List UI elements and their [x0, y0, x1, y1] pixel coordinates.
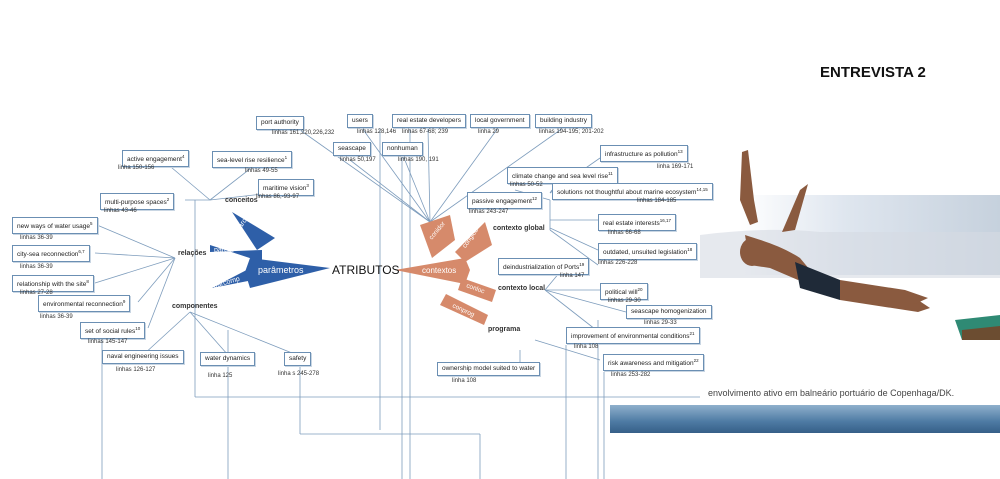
- box-set-of-social-rules: set of social rules10: [80, 322, 146, 340]
- box-city-sea-reconnection: city-sea reconnection6,7: [12, 245, 90, 263]
- ref-naval-engineering-issues: linhas 126-127: [116, 367, 156, 373]
- box-multi-purpose-spaces: multi-purpose spaces2: [100, 193, 175, 211]
- box-deindustrialization-ports: deindustrialization of Ports19: [498, 258, 590, 276]
- group-contexto-global: contexto global: [493, 225, 545, 232]
- box-environmental-reconnection: environmental reconnection9: [38, 295, 131, 313]
- ref-infrastructure-pollution: linha 169-171: [657, 164, 694, 170]
- petal-conglob: [455, 222, 492, 262]
- box-political-will: political will20: [600, 283, 648, 301]
- atributos-label: ATRIBUTOS: [332, 263, 400, 277]
- parametros-petals: [210, 212, 330, 288]
- contextos-petals: [395, 215, 496, 325]
- ref-new-ways-water-usage: linhas 36-39: [20, 235, 53, 241]
- ref-sea-level-rise-resilience: linhas 49-55: [245, 168, 278, 174]
- petal-conprog: [440, 294, 488, 325]
- ref-risk-awareness: linhas 253-282: [611, 372, 651, 378]
- box-water-dynamics: water dynamics: [200, 352, 256, 366]
- ref-seascape-homogenization: linhas 29-33: [644, 320, 677, 326]
- ref-passive-engagement: linhas 243-247: [469, 209, 509, 215]
- box-solutions-not-thoughtful: solutions not thoughtful about marine ec…: [552, 183, 713, 201]
- ref-users: linhas 128,146: [357, 129, 397, 135]
- ref-environmental-reconnection: linhas 36-39: [40, 314, 73, 320]
- ref-improvement-environmental-conditions: linha 108: [574, 344, 599, 350]
- ref-political-will: linhas 29-30: [608, 298, 641, 304]
- ref-port-authority: linhas 161,220,226,232: [272, 130, 335, 136]
- ref-deindustrialization-ports: linha 147: [560, 273, 585, 279]
- ref-water-dynamics: linha 125: [208, 373, 233, 379]
- group-contexto-local: contexto local: [498, 285, 546, 292]
- parcomp-text: parcomp: [213, 276, 241, 290]
- petal-conidor: [420, 215, 455, 258]
- box-naval-engineering-issues: naval engineering issues: [102, 350, 184, 364]
- group-programa: programa: [488, 326, 521, 333]
- petal-parela: [210, 245, 262, 262]
- box-real-estate-developers: real estate developers: [392, 114, 466, 128]
- photo-caption: envolvimento ativo em balneário portuári…: [708, 388, 955, 398]
- ref-relationship-with-site: linhas 27-28: [20, 290, 53, 296]
- ref-set-of-social-rules: linhas 145-147: [88, 339, 128, 345]
- box-passive-engagement: passive engagement12: [467, 192, 543, 210]
- box-port-authority: port authority: [256, 116, 304, 130]
- box-nonhuman: nonhuman: [382, 142, 423, 156]
- ref-city-sea-reconnection: linhas 36-39: [20, 264, 53, 270]
- petal-conloc: [458, 278, 496, 302]
- diver-trunks: [795, 262, 840, 300]
- box-seascape-homogenization: seascape homogenization: [626, 305, 712, 319]
- box-local-government: local government: [470, 114, 530, 128]
- ref-nonhuman: linhas 190, 191: [398, 157, 439, 163]
- box-risk-awareness: risk awareness and mitigation22: [603, 354, 704, 372]
- group-relacoes: relações: [178, 250, 207, 257]
- ref-climate-change: linhas 50-52: [510, 182, 543, 188]
- sea-photo-strip: [610, 405, 1000, 433]
- box-safety: safety: [284, 352, 312, 366]
- diver-figure: [740, 150, 930, 312]
- box-seascape: seascape: [333, 142, 371, 156]
- box-improvement-environmental-conditions: improvement of environmental conditions2…: [566, 327, 700, 345]
- diver-photo: [700, 150, 1000, 340]
- box-sea-level-rise-resilience: sea-level rise resilience1: [212, 151, 293, 169]
- ref-real-estate-developers: linhas 67-68; 239: [402, 129, 449, 135]
- ref-local-government: linha 29: [478, 129, 500, 135]
- box-users: users: [347, 114, 373, 128]
- ref-active-engagement: linha 150-156: [118, 165, 155, 171]
- parametros-text: parâmetros: [258, 265, 304, 275]
- ref-outdated-legislation: linhas 226-228: [598, 260, 638, 266]
- ref-multi-purpose-spaces: linhas 43-46: [104, 208, 137, 214]
- ref-ownership-model: linha 108: [452, 378, 477, 384]
- ref-safety: linha s 245-278: [278, 371, 320, 377]
- petal-contextos-hub: [395, 258, 470, 284]
- petal-parametros-hub: [245, 258, 330, 288]
- box-ownership-model: ownership model suited to water: [437, 362, 541, 376]
- contextos-text: contextos: [422, 266, 456, 275]
- box-infrastructure-pollution: infrastructure as pollution13: [600, 145, 688, 163]
- box-new-ways-water-usage: new ways of water usage5: [12, 217, 98, 235]
- box-outdated-legislation: outdated, unsuited legislation18: [598, 243, 698, 261]
- ref-building-industry: linhas 194-195; 201-202: [539, 129, 604, 135]
- connector-lines: [94, 127, 700, 479]
- page-title: ENTREVISTA 2: [820, 64, 926, 81]
- petal-parcon: [232, 212, 275, 250]
- ref-real-estate-interests: linhas 66-68: [608, 230, 641, 236]
- box-building-industry: building industry: [535, 114, 592, 128]
- parela-text: parela: [214, 247, 234, 254]
- ref-maritime-vision: linhas 86,-93-97: [256, 194, 300, 200]
- box-maritime-vision: maritime vision3: [258, 179, 314, 197]
- box-relationship-with-site: relationship with the site8: [12, 275, 94, 293]
- ref-seascape: linhas 50,197: [340, 157, 376, 163]
- ref-solutions-not-thoughtful: linhas 184-185: [637, 198, 677, 204]
- group-conceitos: conceitos: [225, 197, 258, 204]
- group-componentes: componentes: [172, 303, 218, 310]
- box-real-estate-interests: real estate interests16,17: [598, 214, 676, 232]
- box-active-engagement: active engagement4: [122, 150, 190, 168]
